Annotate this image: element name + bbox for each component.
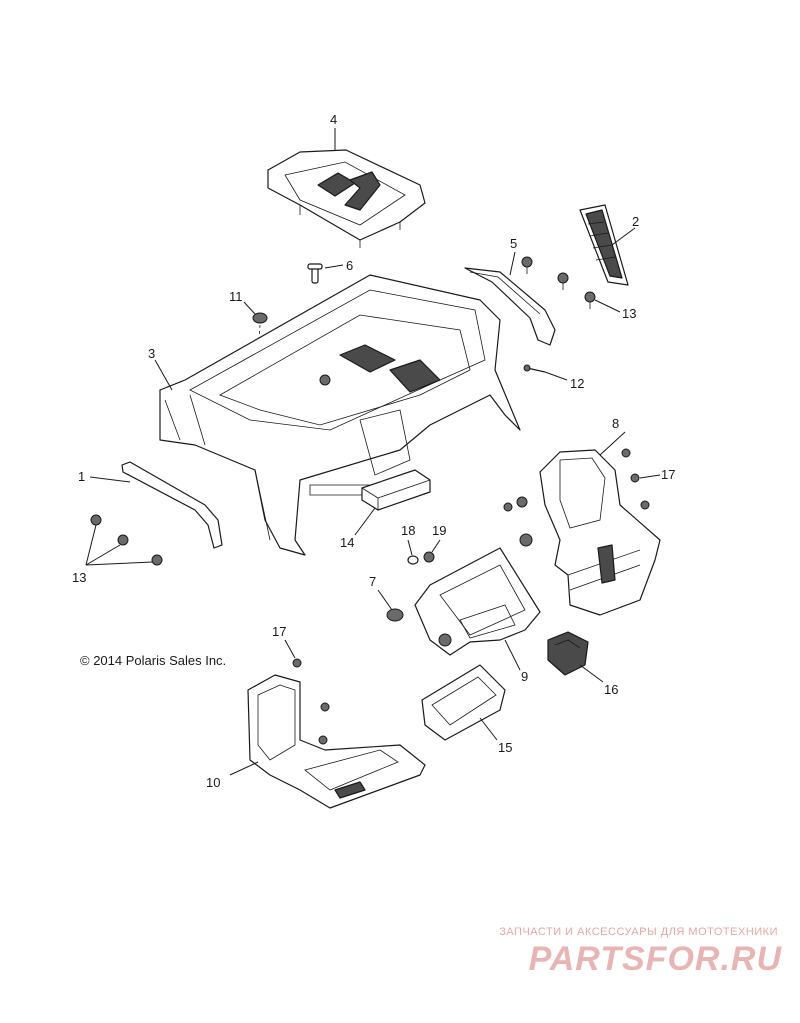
- part-7-nut: [386, 608, 404, 622]
- callout-4: 4: [330, 112, 337, 127]
- leader-2: [611, 227, 636, 246]
- leader-5: [509, 251, 516, 276]
- leader-3: [154, 359, 173, 391]
- fasteners-13-upper: [521, 256, 596, 309]
- part-10-side-storage: [247, 674, 426, 809]
- callout-9: 9: [521, 669, 528, 684]
- leader-13-lower: [85, 524, 154, 566]
- leader-7: [377, 589, 393, 611]
- callout-14: 14: [340, 535, 354, 550]
- watermark-logo: PARTSFOR.RU: [528, 940, 782, 978]
- part-12-screw: [523, 364, 546, 373]
- part-5-side-trim: [464, 267, 556, 346]
- part-15-lid: [421, 664, 506, 741]
- callout-12: 12: [570, 376, 584, 391]
- callout-2: 2: [632, 214, 639, 229]
- fasteners-13-lower: [90, 514, 163, 566]
- callout-16: 16: [604, 682, 618, 697]
- watermark-tagline: ЗАПЧАСТИ И АКСЕССУАРЫ ДЛЯ МОТОТЕХНИКИ: [499, 926, 778, 938]
- part-4-cargo-lid: [267, 149, 426, 248]
- leader-15: [479, 717, 498, 741]
- leader-18: [407, 539, 413, 556]
- leader-19: [431, 539, 441, 553]
- leader-6: [324, 264, 344, 269]
- part-19-nut: [423, 551, 435, 563]
- leader-1: [89, 476, 131, 483]
- callout-11: 11: [229, 289, 243, 304]
- leader-12: [544, 371, 568, 381]
- part-14-foam-block: [361, 469, 431, 511]
- part-1-trim-rail: [121, 461, 223, 549]
- leader-14: [354, 507, 376, 536]
- leader-8: [599, 431, 626, 456]
- callout-19: 19: [432, 523, 446, 538]
- callout-17-left: 17: [272, 624, 286, 639]
- callout-5: 5: [510, 236, 517, 251]
- copyright-notice: © 2014 Polaris Sales Inc.: [80, 653, 227, 668]
- callout-1: 1: [78, 469, 85, 484]
- callout-6: 6: [346, 258, 353, 273]
- part-6-pin: [307, 263, 323, 284]
- callout-15: 15: [498, 740, 512, 755]
- part-2-grille: [579, 204, 629, 286]
- leader-11: [243, 301, 256, 315]
- part-16-latch: [547, 631, 589, 676]
- callout-18: 18: [401, 523, 415, 538]
- part-9-tray: [414, 547, 541, 656]
- leader-16: [579, 664, 604, 683]
- leader-10: [229, 761, 259, 776]
- washers: [503, 496, 533, 547]
- leader-17-left: [284, 639, 296, 659]
- callout-13-upper: 13: [622, 306, 636, 321]
- callout-3: 3: [148, 346, 155, 361]
- callout-13-lower: 13: [72, 570, 86, 585]
- callout-10: 10: [206, 775, 220, 790]
- leader-17-right: [639, 474, 661, 479]
- leader-9: [504, 639, 521, 671]
- callout-17-right: 17: [661, 467, 675, 482]
- callout-8: 8: [612, 416, 619, 431]
- part-8-storage-bin: [539, 449, 661, 616]
- callout-7: 7: [369, 574, 376, 589]
- fasteners-17-right: [621, 448, 650, 510]
- leader-13-upper: [594, 299, 621, 313]
- fasteners-17-left: [292, 658, 330, 745]
- part-3-cargo-box: [159, 274, 521, 556]
- part-18-washer: [407, 555, 419, 565]
